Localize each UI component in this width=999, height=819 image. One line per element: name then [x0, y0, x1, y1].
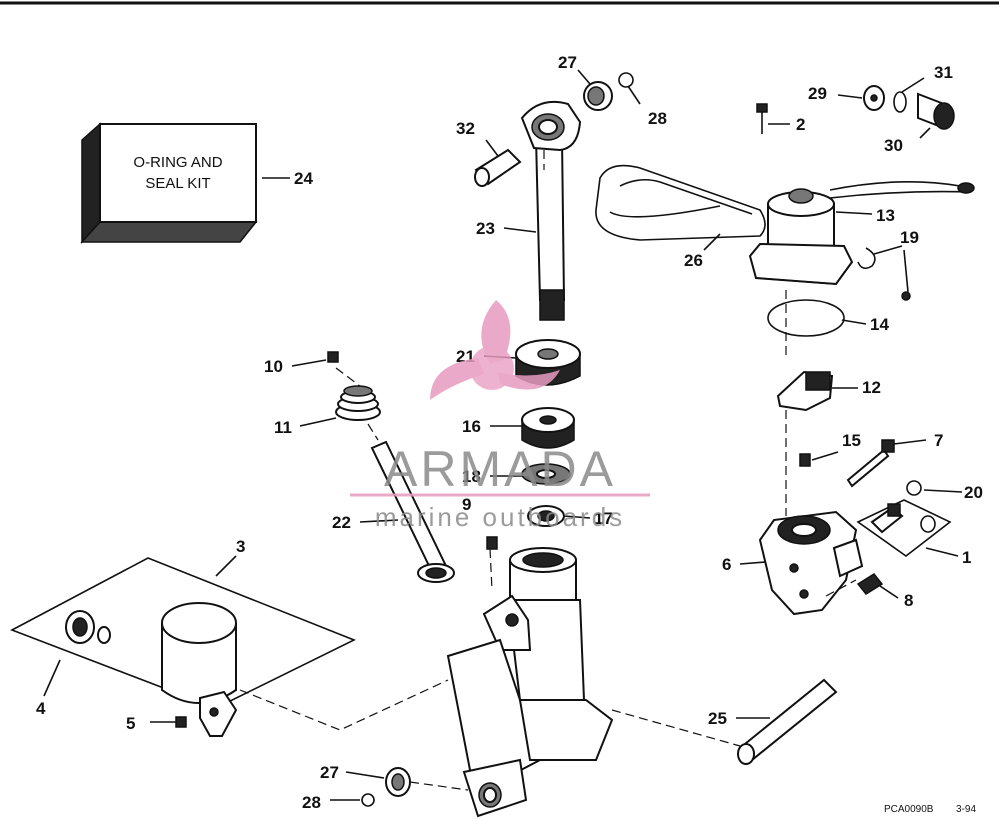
oring-14 [767, 299, 845, 337]
seal-kit-box: O-RING AND SEAL KIT [80, 122, 290, 244]
callout-30: 30 [884, 136, 903, 155]
reservoir-plate [10, 557, 356, 709]
callout-labels: 31 29 30 2 28 27 32 23 24 13 26 19 14 12… [36, 53, 983, 812]
kit-line1: O-RING AND [133, 154, 222, 171]
callout-8: 8 [904, 591, 913, 610]
callout-15: 15 [842, 431, 861, 450]
callout-4: 4 [36, 699, 46, 718]
callout-12: 12 [862, 378, 881, 397]
callout-19: 19 [900, 228, 919, 247]
callout-10: 10 [264, 357, 283, 376]
callout-32: 32 [456, 119, 475, 138]
motor-13 [595, 164, 975, 286]
bushing-27-bottom [361, 767, 411, 807]
pump-6 [758, 510, 864, 616]
callout-28-top: 28 [648, 109, 667, 128]
screw-5 [150, 716, 187, 728]
callout-27-top: 27 [558, 53, 577, 72]
armada-watermark: ARMADA marine outboards [350, 300, 650, 532]
callout-14: 14 [870, 315, 889, 334]
callout-1: 1 [962, 548, 971, 567]
trim-rod-23 [520, 100, 582, 321]
callout-23: 23 [476, 219, 495, 238]
callout-26: 26 [684, 251, 703, 270]
callout-9: 9 [462, 495, 471, 514]
watermark-brand: ARMADA [384, 441, 616, 497]
callout-11: 11 [274, 418, 292, 437]
callout-25: 25 [708, 709, 727, 728]
callout-7: 7 [934, 431, 943, 450]
callout-6: 6 [722, 555, 731, 574]
figure-code: PCA0090B [884, 804, 934, 815]
figure-date: 3-94 [956, 804, 976, 815]
fitting-pump [870, 503, 904, 534]
screw-15 [799, 453, 811, 467]
callout-20: 20 [964, 483, 983, 502]
part-12 [776, 370, 834, 412]
callout-29: 29 [808, 84, 827, 103]
propeller-logo-icon [430, 300, 560, 400]
nut-17 [527, 505, 565, 527]
callout-22: 22 [332, 513, 351, 532]
bolt-7 [846, 439, 895, 488]
callout-24: 24 [294, 169, 313, 188]
callout-27-bottom: 27 [320, 763, 339, 782]
spring-11 [335, 385, 381, 421]
callout-2: 2 [796, 115, 805, 134]
pin-10 [327, 351, 339, 363]
clip-19 [857, 247, 911, 301]
ring-20 [906, 480, 922, 496]
pin-32 [474, 148, 522, 187]
tube-22 [370, 440, 455, 583]
pin-25 [737, 678, 838, 765]
piston-16 [521, 407, 575, 449]
callout-18: 18 [462, 467, 481, 486]
washer-18 [521, 463, 571, 485]
callout-28-bottom: 28 [302, 793, 321, 812]
callout-17: 17 [594, 509, 613, 528]
fitting-29-30-31 [863, 85, 955, 130]
callout-16: 16 [462, 417, 481, 436]
bushing-27-top [583, 72, 634, 111]
screw-9 [486, 536, 498, 550]
plate-1 [856, 499, 952, 557]
callout-5: 5 [126, 714, 135, 733]
watermark-tagline: marine outboards [375, 502, 625, 532]
callout-3: 3 [236, 537, 245, 556]
screw-8 [856, 573, 884, 595]
trim-cylinder-housing [446, 547, 614, 818]
screw-2 [756, 103, 768, 134]
callout-13: 13 [876, 206, 895, 225]
callout-31: 31 [934, 63, 953, 82]
reservoir-canister [161, 602, 238, 737]
kit-line2: SEAL KIT [145, 175, 210, 192]
